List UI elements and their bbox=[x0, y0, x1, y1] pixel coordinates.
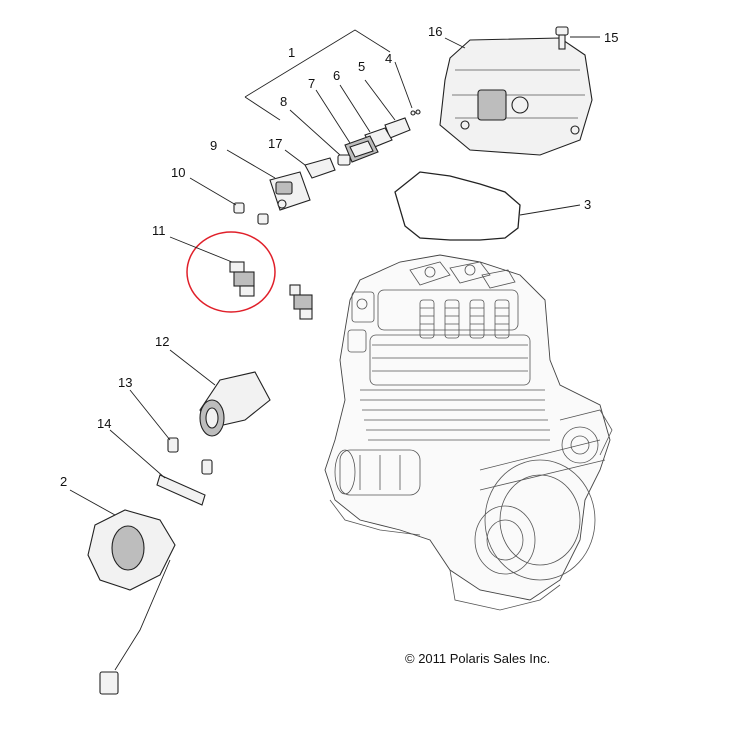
bolt-part-13[interactable] bbox=[167, 437, 213, 475]
highlight-circle bbox=[186, 231, 276, 313]
callout-5: 5 bbox=[358, 59, 365, 74]
seal-part-8[interactable] bbox=[337, 154, 351, 166]
clamp-part-14[interactable] bbox=[156, 474, 206, 506]
valve-cover-part-16[interactable] bbox=[439, 37, 593, 156]
callout-7: 7 bbox=[308, 76, 315, 91]
callout-12: 12 bbox=[155, 334, 169, 349]
gasket-part-3[interactable] bbox=[394, 171, 521, 241]
spark-plug-part-11[interactable] bbox=[229, 261, 313, 320]
intake-boot-part-12[interactable] bbox=[199, 371, 271, 437]
callout-15: 15 bbox=[604, 30, 618, 45]
leader-lines bbox=[69, 29, 600, 516]
callout-6: 6 bbox=[333, 68, 340, 83]
callout-1: 1 bbox=[288, 45, 295, 60]
housing-part-9[interactable] bbox=[269, 171, 311, 211]
engine-assembly bbox=[324, 254, 613, 611]
callout-9: 9 bbox=[210, 138, 217, 153]
callout-17: 17 bbox=[268, 136, 282, 151]
callout-16: 16 bbox=[428, 24, 442, 39]
callout-labels: 1 2 3 4 5 6 7 8 9 10 11 12 13 14 15 16 1… bbox=[60, 24, 618, 489]
reed-plate-part-7[interactable] bbox=[344, 135, 379, 163]
bolt-part-10[interactable] bbox=[233, 202, 269, 225]
callout-2: 2 bbox=[60, 474, 67, 489]
callout-13: 13 bbox=[118, 375, 132, 390]
callout-11: 11 bbox=[152, 223, 166, 238]
callout-10: 10 bbox=[171, 165, 185, 180]
callout-8: 8 bbox=[280, 94, 287, 109]
copyright-text: © 2011 Polaris Sales Inc. bbox=[405, 651, 550, 666]
throttle-body-part-2[interactable] bbox=[87, 509, 176, 695]
callout-3: 3 bbox=[584, 197, 591, 212]
callout-4: 4 bbox=[385, 51, 392, 66]
gasket-part-17[interactable] bbox=[304, 157, 336, 179]
callout-14: 14 bbox=[97, 416, 111, 431]
screws-part-4[interactable] bbox=[410, 109, 421, 116]
bolt-part-15[interactable] bbox=[555, 26, 569, 50]
